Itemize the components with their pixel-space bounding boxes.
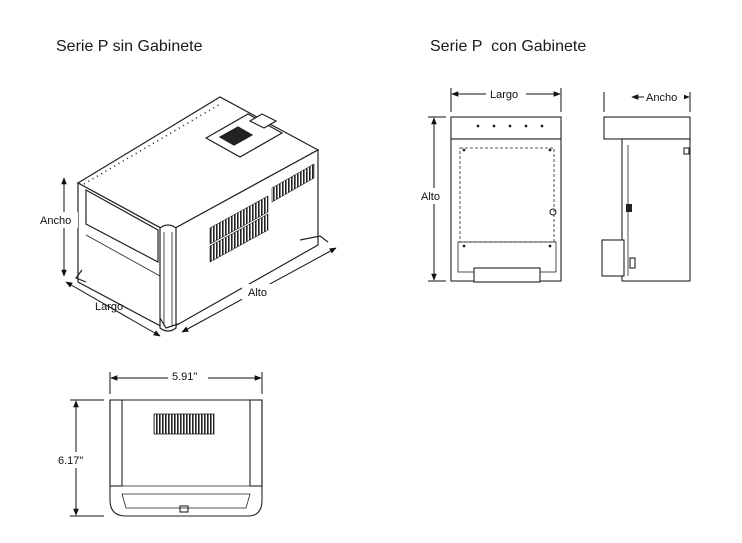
label-cab-alto: Alto xyxy=(421,191,440,203)
label-iso-largo: Largo xyxy=(95,301,123,313)
keypad xyxy=(204,113,284,158)
label-top-width: 5.91" xyxy=(172,371,197,383)
top-view xyxy=(109,399,263,517)
title-with-cabinet: Serie P con Gabinete xyxy=(430,38,587,55)
label-cab-largo: Largo xyxy=(490,89,518,101)
cabinet-front-view xyxy=(450,116,562,283)
label-iso-alto: Alto xyxy=(248,287,267,299)
label-top-depth: 6.17" xyxy=(58,455,83,467)
label-iso-ancho: Ancho xyxy=(40,215,71,227)
isometric-drive xyxy=(75,96,329,332)
title-without-cabinet: Serie P sin Gabinete xyxy=(56,38,203,55)
label-cab-ancho: Ancho xyxy=(646,92,677,104)
cabinet-side-view xyxy=(601,116,691,282)
